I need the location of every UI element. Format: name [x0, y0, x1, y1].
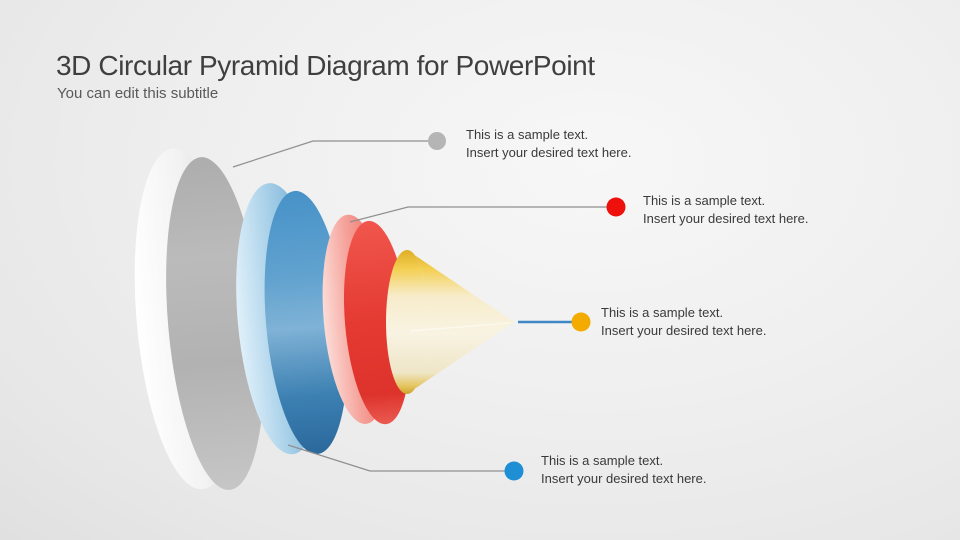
cone-highlight	[409, 322, 511, 332]
callout-dot-2[interactable]	[606, 197, 626, 217]
callout-3-line-1: This is a sample text.	[601, 305, 724, 320]
page-subtitle[interactable]: You can edit this subtitle	[57, 85, 219, 102]
core-cone[interactable]	[386, 250, 514, 394]
callout-4-line-1: This is a sample text.	[541, 453, 664, 468]
callout-text-3[interactable]: This is a sample text. Insert your desir…	[601, 304, 766, 340]
callout-2-line-1: This is a sample text.	[643, 193, 766, 208]
callout-4-line-2: Insert your desired text here.	[541, 471, 707, 486]
callout-1-line-1: This is a sample text.	[466, 127, 589, 142]
callout-text-2[interactable]: This is a sample text. Insert your desir…	[643, 192, 808, 228]
callout-text-4[interactable]: This is a sample text. Insert your desir…	[541, 452, 706, 488]
connector-line-4	[287, 444, 505, 472]
callout-3-line-2: Insert your desired text here.	[601, 323, 767, 338]
page-title[interactable]: 3D Circular Pyramid Diagram for PowerPoi…	[56, 49, 595, 81]
connector-line-2	[349, 206, 607, 223]
callout-dot-1[interactable]	[428, 132, 446, 150]
callout-text-1[interactable]: This is a sample text. Insert your desir…	[466, 126, 631, 162]
cone-base	[386, 250, 428, 394]
callout-dot-4[interactable]	[504, 461, 524, 481]
connector-line-1	[232, 140, 429, 168]
callout-2-line-2: Insert your desired text here.	[643, 211, 809, 226]
callout-dot-3[interactable]	[571, 312, 591, 332]
cone-body	[407, 250, 514, 394]
callout-1-line-2: Insert your desired text here.	[466, 145, 632, 160]
